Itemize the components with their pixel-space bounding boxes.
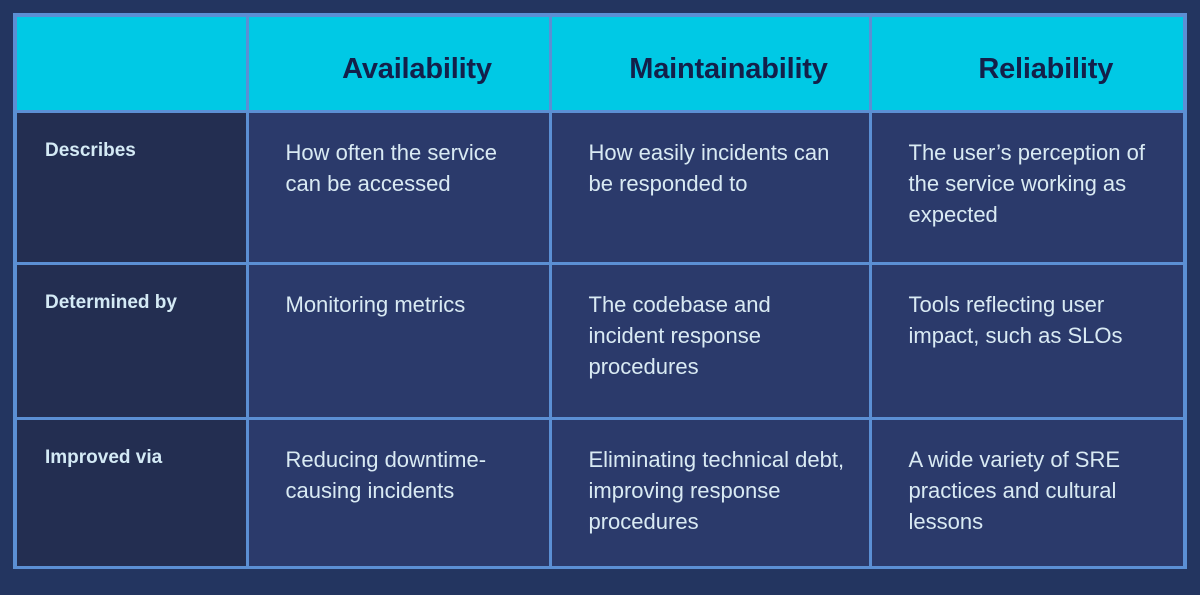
row-label-describes: Describes	[17, 111, 249, 265]
column-header-availability-label: Availability	[342, 53, 492, 85]
comparison-table: Availability Maintainability Reliability…	[17, 17, 1183, 566]
table-row: Determined by Monitoring metrics The cod…	[17, 263, 1183, 420]
row-label-improved-via: Improved via	[17, 418, 249, 566]
table-row: Improved via Reducing downtime-causing i…	[17, 418, 1183, 566]
column-header-maintainability-label: Maintainability	[629, 53, 828, 85]
table-row: Describes How often the service can be a…	[17, 111, 1183, 265]
cell-describes-availability: How often the service can be accessed	[247, 111, 552, 265]
row-label-determined-by: Determined by	[17, 263, 249, 420]
row-label-describes-text: Describes	[45, 139, 136, 161]
cell-determined-by-maintainability-text: The codebase and incident response proce…	[588, 291, 771, 379]
comparison-table-frame: Availability Maintainability Reliability…	[13, 13, 1187, 569]
column-header-reliability-label: Reliability	[978, 53, 1114, 85]
column-header-maintainability: Maintainability	[550, 17, 872, 113]
column-header-availability: Availability	[247, 17, 552, 113]
table-corner-header	[17, 17, 249, 113]
cell-describes-maintainability: How easily incidents can be responded to	[550, 111, 872, 265]
cell-describes-maintainability-text: How easily incidents can be responded to	[588, 139, 830, 196]
cell-improved-via-maintainability: Eliminating technical debt, improving re…	[550, 418, 872, 566]
cell-improved-via-maintainability-text: Eliminating technical debt, improving re…	[588, 446, 845, 534]
cell-describes-reliability: The user’s perception of the service wor…	[870, 111, 1183, 265]
cell-improved-via-availability-text: Reducing downtime-causing incidents	[285, 446, 487, 503]
cell-improved-via-reliability: A wide variety of SRE practices and cult…	[870, 418, 1183, 566]
cell-improved-via-reliability-text: A wide variety of SRE practices and cult…	[908, 446, 1121, 534]
table-header-row: Availability Maintainability Reliability	[17, 17, 1183, 113]
cell-determined-by-availability-text: Monitoring metrics	[285, 291, 466, 317]
cell-describes-availability-text: How often the service can be accessed	[285, 139, 498, 196]
corner-header-label	[17, 17, 246, 55]
cell-determined-by-maintainability: The codebase and incident response proce…	[550, 263, 872, 420]
row-label-improved-via-text: Improved via	[45, 446, 163, 468]
cell-describes-reliability-text: The user’s perception of the service wor…	[908, 139, 1145, 227]
column-header-reliability: Reliability	[870, 17, 1183, 113]
cell-determined-by-reliability: Tools reflecting user impact, such as SL…	[870, 263, 1183, 420]
cell-determined-by-reliability-text: Tools reflecting user impact, such as SL…	[908, 291, 1123, 348]
row-label-determined-by-text: Determined by	[45, 291, 177, 313]
cell-determined-by-availability: Monitoring metrics	[247, 263, 552, 420]
cell-improved-via-availability: Reducing downtime-causing incidents	[247, 418, 552, 566]
